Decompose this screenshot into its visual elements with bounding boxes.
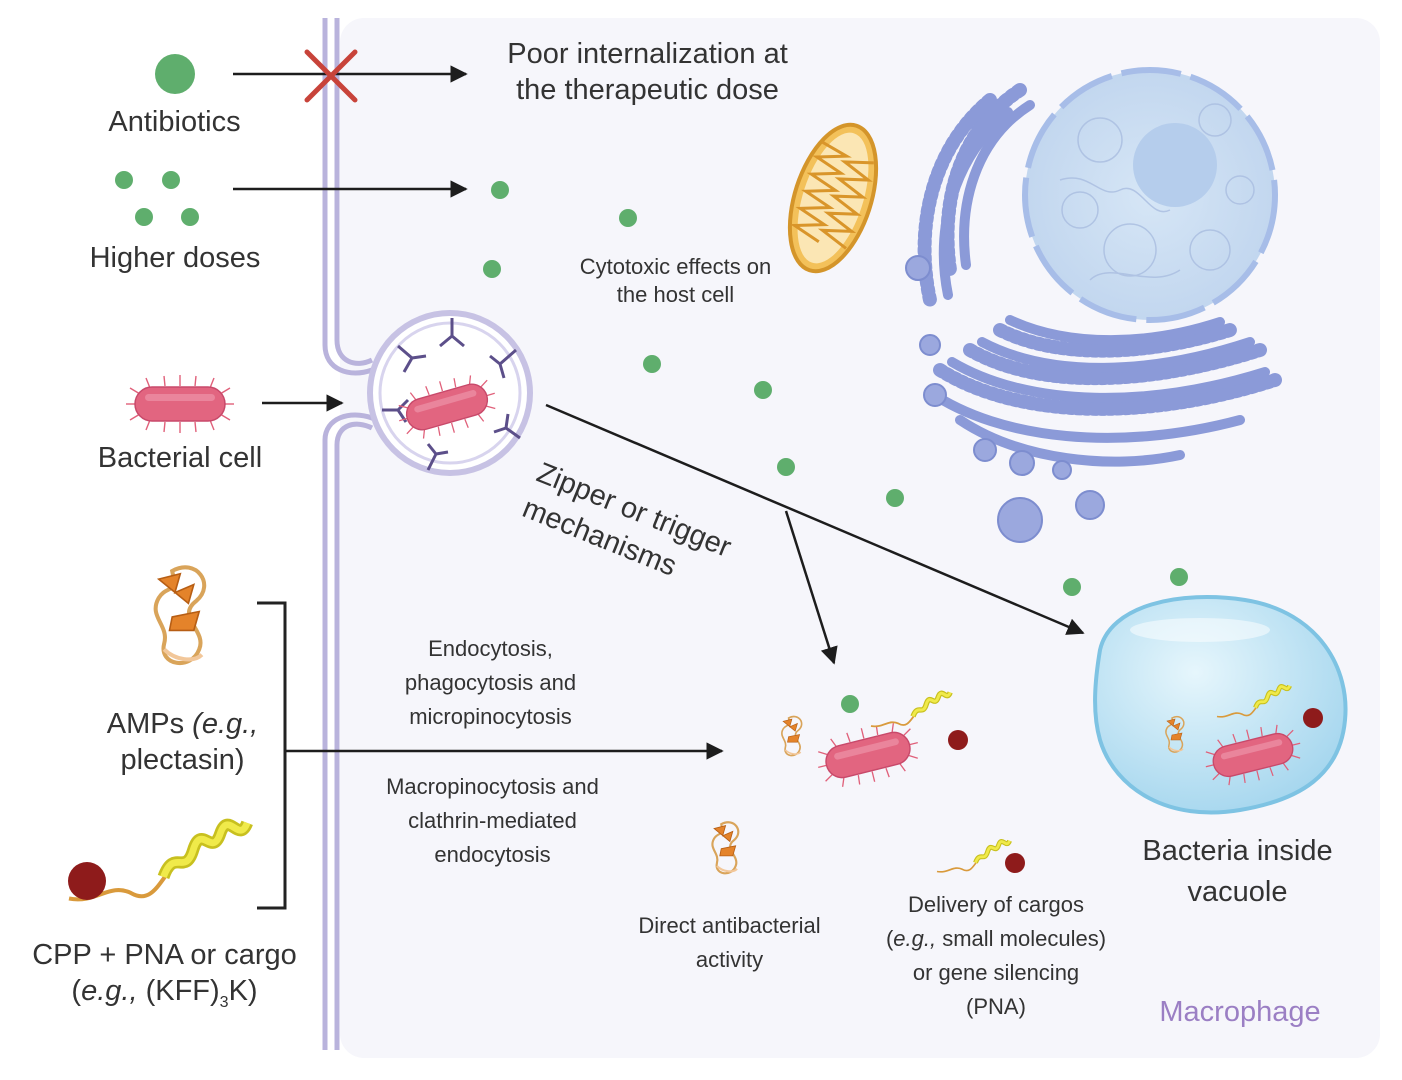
intracellular-cluster [711,692,1025,875]
inhibition-x [304,49,358,103]
antibiotic-dots [115,54,1188,713]
cpp-label: CPP + PNA or cargo (e.g., (KFF)3K) [32,939,297,1012]
macrophage-label: Macrophage [1159,996,1321,1028]
amp-structure-icon [156,567,205,663]
bacterial-cell-icon [125,374,235,434]
higher-doses-label: Higher doses [89,242,261,274]
amps-label: AMPs (e.g., plectasin) [106,708,259,777]
endoplasmic-reticulum [905,83,1282,543]
vacuole [1093,595,1348,815]
phagocytic-vesicle [367,310,533,476]
antibiotics-label: Antibiotics [108,106,241,138]
nucleus [1022,67,1278,323]
bacterial-cell-label: Bacterial cell [97,442,263,474]
delivery-cargos-label: Delivery of cargos (e.g., small molecule… [885,892,1107,1020]
mitochondrion [787,122,879,274]
